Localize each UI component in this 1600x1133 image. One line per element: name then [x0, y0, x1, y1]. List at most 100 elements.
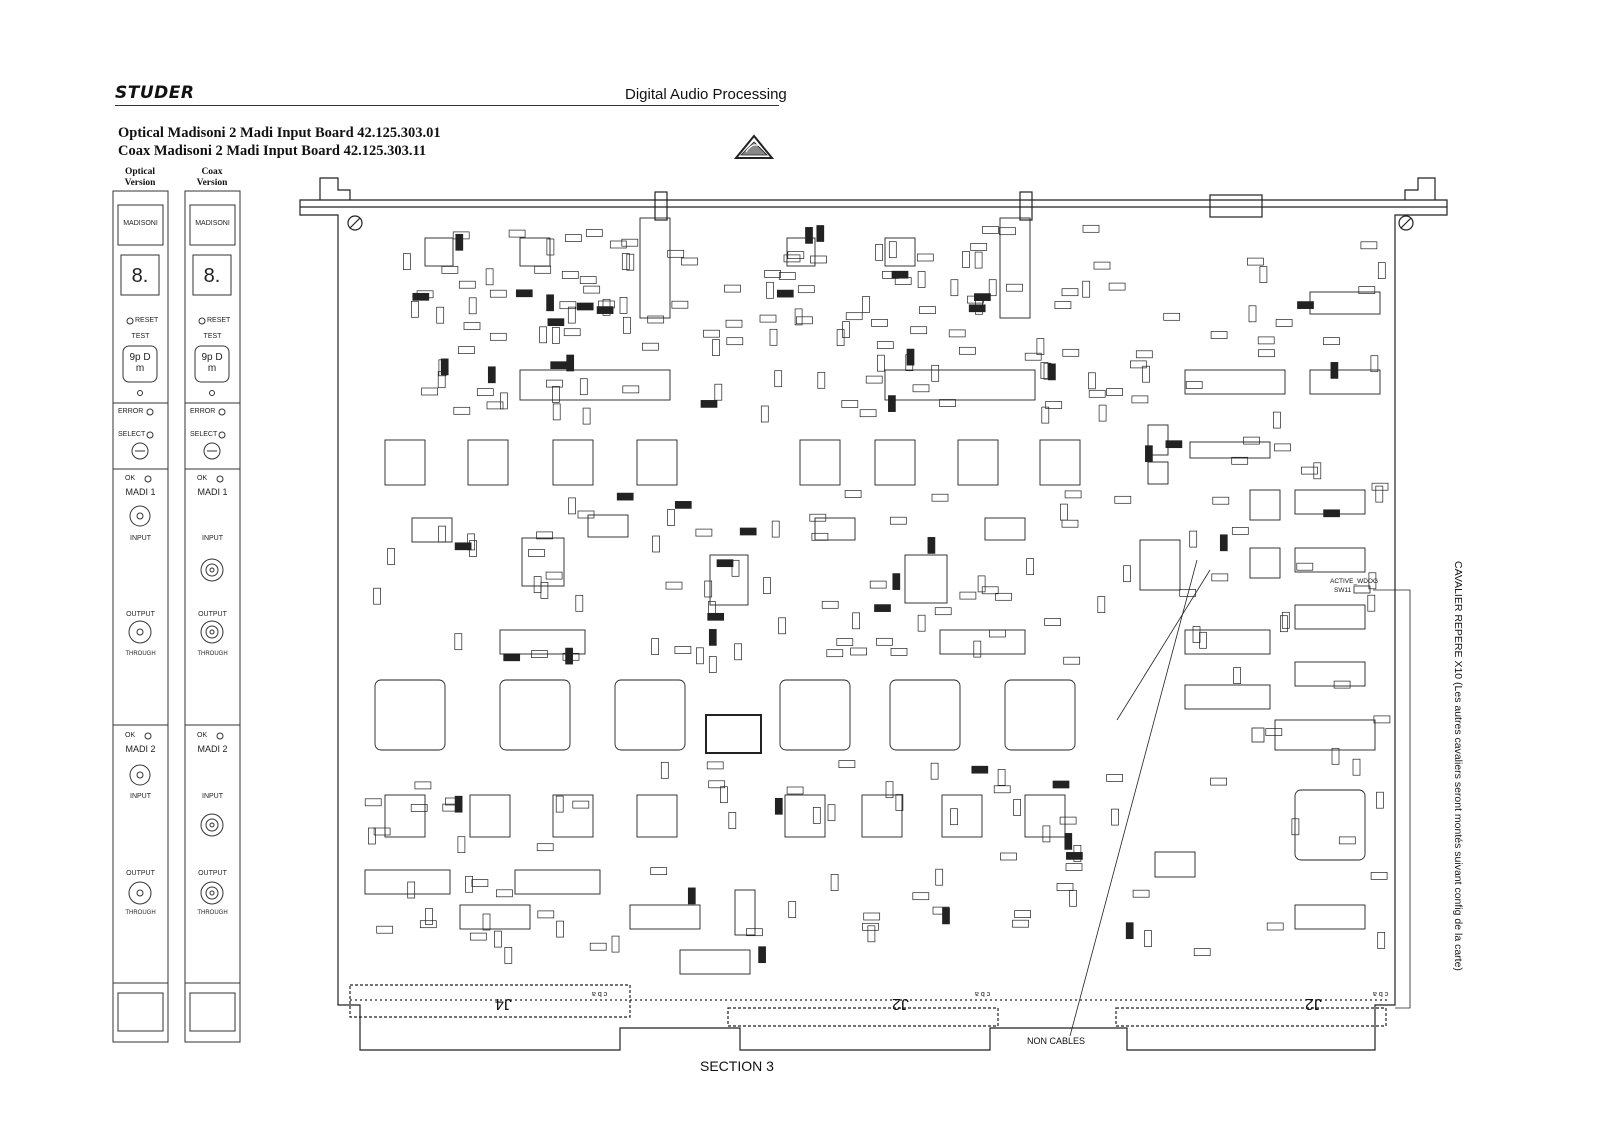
smd-pad — [1036, 338, 1045, 355]
smd-pad — [1377, 932, 1386, 949]
smd-pad — [667, 249, 685, 258]
smd-pad — [724, 284, 741, 293]
smd-pad — [826, 649, 844, 658]
smd-pad — [1193, 948, 1211, 956]
smd-pad — [1052, 780, 1070, 789]
smd-pad — [997, 769, 1006, 786]
smd-pad — [1043, 362, 1052, 380]
smd-pad — [650, 867, 668, 875]
smd-pad — [1142, 365, 1150, 383]
smd-pad — [977, 575, 986, 593]
watchdog-label: ACTIVE_WDOG — [1330, 578, 1379, 585]
smd-pad — [1367, 594, 1376, 612]
smd-pad — [971, 765, 989, 774]
panel-select-optical: SELECT — [118, 431, 146, 438]
smd-pad — [531, 650, 548, 658]
header-rule — [115, 105, 779, 106]
smd-pad — [463, 322, 481, 330]
smd-pad — [407, 881, 416, 899]
smd-pad — [935, 868, 944, 886]
smd-pad — [695, 528, 713, 537]
smd-pad — [862, 922, 879, 931]
smd-pad — [453, 406, 471, 415]
smd-pad — [482, 913, 491, 931]
smd-pad — [912, 384, 930, 393]
smd-pad — [576, 302, 594, 311]
smd-pad — [452, 231, 470, 240]
smd-pad — [1065, 863, 1083, 871]
smd-pad — [565, 647, 573, 665]
smd-pad — [746, 928, 763, 937]
smd-pad — [496, 889, 513, 898]
panel-through1-optical: THROUGH — [125, 651, 156, 657]
smd-pad — [917, 614, 926, 632]
smd-pad — [862, 296, 870, 313]
smd-pad — [726, 337, 744, 346]
smd-pad — [562, 652, 580, 661]
smd-pad — [716, 559, 734, 568]
smd-pad — [910, 326, 928, 335]
smd-pad — [981, 586, 999, 595]
smd-pad — [731, 559, 740, 577]
smd-pad — [830, 874, 839, 891]
smd-pad — [917, 271, 926, 288]
smd-pad — [609, 240, 627, 249]
smd-pad — [387, 548, 395, 565]
section-label: SECTION 3 — [700, 1058, 774, 1074]
panel-madi1-optical: MADI 1 — [125, 487, 156, 497]
smd-pad — [1044, 618, 1061, 626]
studer-logo: STUDER — [115, 83, 195, 103]
connector-label-j4: J4 — [495, 995, 512, 1012]
smd-pad — [934, 607, 952, 616]
smd-pad — [457, 836, 466, 854]
smd-pad — [500, 392, 508, 410]
smd-pad — [414, 781, 432, 790]
smd-pad — [766, 281, 774, 299]
panel-subd-coax: 9p D m — [201, 352, 223, 374]
smd-pad — [1199, 631, 1207, 649]
smd-pad — [1048, 363, 1056, 381]
smd-pad — [583, 285, 601, 294]
smd-pad — [875, 244, 883, 261]
smd-pad — [932, 906, 950, 915]
smd-pad — [975, 297, 983, 315]
smd-pad — [1257, 336, 1275, 345]
non-cables-label: NON CABLES — [1027, 1036, 1086, 1046]
panel-output1-coax: OUTPUT — [198, 611, 227, 618]
panel-digit-optical: 8. — [131, 265, 149, 287]
smd-pad — [1114, 495, 1132, 504]
smd-pad — [1082, 280, 1091, 298]
smd-pad — [1192, 626, 1201, 643]
smd-pad — [528, 549, 545, 557]
panel-error-optical: ERROR — [118, 408, 144, 415]
smd-pad — [1352, 758, 1361, 776]
smd-pad — [1063, 656, 1081, 665]
smd-pad — [916, 253, 934, 262]
smd-pad — [411, 300, 419, 318]
smd-pad — [892, 573, 901, 590]
smd-pad — [714, 383, 723, 401]
smd-pad — [999, 227, 1016, 236]
board-title-coax: Coax Madisoni 2 Madi Input Board 42.125.… — [118, 143, 427, 159]
smd-pad — [788, 901, 797, 918]
panel-input2-coax: INPUT — [202, 793, 223, 800]
connector-label-j2-right: J2 — [1305, 995, 1322, 1012]
smd-pad — [465, 875, 473, 893]
smd-pad — [647, 315, 665, 324]
smd-pad — [882, 271, 899, 279]
smd-pad — [1291, 818, 1300, 836]
smd-pad — [1135, 350, 1153, 359]
smd-pad — [906, 348, 915, 366]
smd-pad — [494, 930, 502, 948]
smd-pad — [841, 400, 859, 408]
smd-pad — [696, 647, 704, 665]
smd-pad — [1108, 282, 1126, 291]
panel-input1-coax: INPUT — [202, 535, 223, 542]
panel-brand-optical: MADISONI — [123, 220, 158, 227]
smd-pad — [1144, 930, 1152, 947]
smd-pad — [1368, 572, 1377, 590]
smd-pad — [503, 653, 521, 662]
smd-pad — [1358, 286, 1376, 294]
smd-pad — [1296, 562, 1314, 571]
smd-pad — [974, 251, 983, 269]
